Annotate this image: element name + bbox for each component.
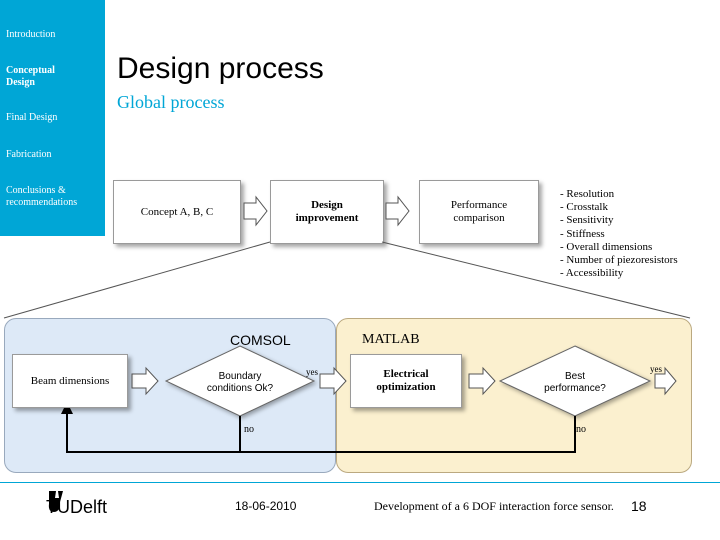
page-number: 18 [631, 498, 647, 514]
sidebar-item-final-design[interactable]: Final Design [6, 112, 58, 123]
sidebar-item-introduction[interactable]: Introduction [6, 29, 56, 40]
feedback-arrowhead [61, 402, 73, 414]
tudelft-flame-icon: TUDelft [46, 491, 107, 517]
logo-text: TUDelft [46, 497, 107, 516]
zoom-line-left [3, 241, 271, 319]
arrow-beam-to-boundary [131, 366, 159, 396]
arrow-concept-to-design [243, 195, 268, 227]
arrow-boundary-to-electrical [319, 366, 347, 396]
design-improvement-box: Design improvement [270, 180, 384, 244]
yes-label-2: yes [650, 364, 662, 374]
sidebar-item-conclusions[interactable]: Conclusions & recommendations [6, 185, 78, 208]
footer-divider [0, 482, 720, 483]
no-label-2: no [576, 424, 586, 435]
criteria-item: - Overall dimensions [560, 240, 653, 253]
page-subtitle: Global process [117, 92, 225, 112]
criteria-item: - Stiffness [560, 227, 605, 240]
beam-dimensions-box: Beam dimensions [12, 354, 128, 408]
yes-label-1: yes [306, 367, 318, 377]
electrical-optimization-label: Electrical optimization [376, 368, 436, 393]
concept-label: Concept A, B, C [140, 205, 214, 218]
concept-box: Concept A, B, C [113, 180, 241, 244]
electrical-optimization-box: Electrical optimization [350, 354, 462, 408]
comsol-label: COMSOL [230, 332, 291, 348]
no-label-1: no [244, 424, 254, 435]
criteria-item: - Number of piezoresistors [560, 254, 678, 267]
footer-caption: Development of a 6 DOF interaction force… [374, 499, 614, 513]
criteria-item: - Accessibility [560, 267, 624, 280]
boundary-question: Boundary conditions Ok? [206, 371, 274, 394]
arrow-design-to-performance [385, 195, 410, 227]
criteria-item: - Resolution [560, 188, 615, 200]
design-improvement-label: Design improvement [295, 199, 359, 224]
sidebar-item-fabrication[interactable]: Fabrication [6, 149, 52, 160]
performance-comparison-box: Performance comparison [419, 180, 539, 244]
performance-comparison-label: Performance comparison [450, 199, 508, 224]
beam-dimensions-label: Beam dimensions [30, 374, 110, 387]
feedback-line-no-2 [240, 416, 576, 453]
arrow-best-yes [654, 366, 677, 396]
sidebar-item-conceptual-design[interactable]: Conceptual Design [6, 65, 55, 88]
best-question: Best performance? [544, 371, 606, 394]
matlab-label: MATLAB [362, 332, 420, 347]
criteria-item: - Sensitivity [560, 214, 614, 227]
criteria-item: - Crosstalk [560, 201, 608, 214]
tudelft-logo: TUDelft [44, 488, 120, 517]
footer-date: 18-06-2010 [235, 499, 297, 513]
arrow-electrical-to-best [468, 366, 496, 396]
page-title: Design process [117, 52, 324, 85]
sidebar: Introduction Conceptual Design Final Des… [0, 0, 105, 236]
criteria-list: - Resolution - Crosstalk - Sensitivity -… [560, 188, 678, 280]
zoom-line-right [381, 241, 691, 319]
feedback-line-no [66, 412, 241, 453]
